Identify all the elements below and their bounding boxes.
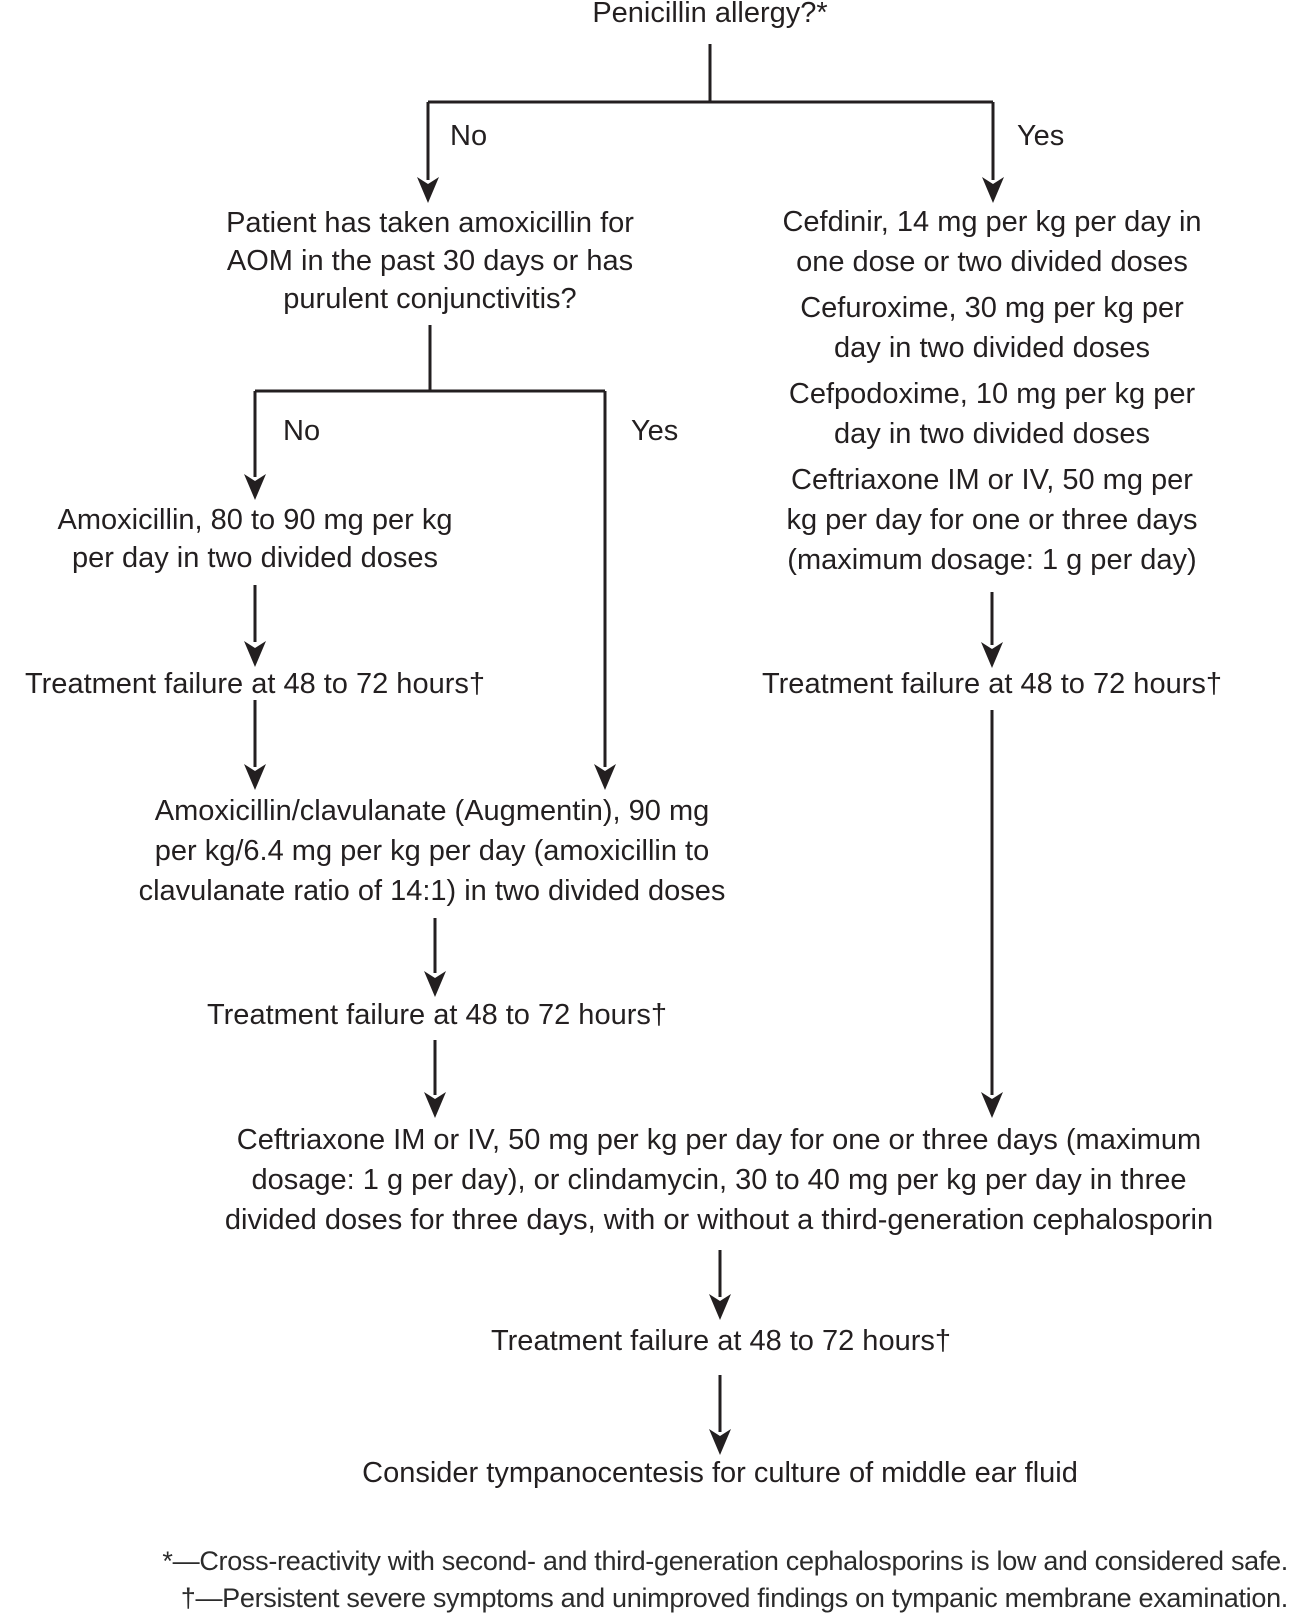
- branch-label-no: No: [283, 415, 321, 447]
- arrow-down-icon: [424, 1092, 446, 1118]
- node-amoxicillin-clavulanate: Amoxicillin/clavulanate (Augmentin), 90 …: [138, 795, 726, 907]
- node-tympanocentesis: Consider tympanocentesis for culture of …: [362, 1457, 1078, 1489]
- footnote-asterisk: *—Cross-reactivity with second- and thir…: [162, 1546, 1288, 1576]
- arrow-down-icon: [709, 1429, 731, 1455]
- arrow-down-icon: [982, 177, 1004, 203]
- arrow-down-icon: [594, 764, 616, 790]
- branch-label-yes: Yes: [1017, 120, 1065, 152]
- node-root-question: Penicillin allergy?*: [592, 0, 828, 29]
- arrow-down-icon: [417, 177, 439, 203]
- node-treatment-failure-left: Treatment failure at 48 to 72 hours†: [25, 668, 485, 700]
- arrow-down-icon: [981, 1092, 1003, 1118]
- node-ceftriaxone-clindamycin: Ceftriaxone IM or IV, 50 mg per kg per d…: [224, 1124, 1214, 1236]
- branch-label-no: No: [450, 120, 488, 152]
- arrow-down-icon: [244, 474, 266, 500]
- node-treatment-failure-mid: Treatment failure at 48 to 72 hours†: [207, 999, 667, 1031]
- arrow-down-icon: [244, 641, 266, 667]
- arrow-down-icon: [424, 971, 446, 997]
- branch-label-yes: Yes: [631, 415, 679, 447]
- connector: [253, 325, 607, 767]
- arrow-down-icon: [244, 764, 266, 790]
- arrow-down-icon: [981, 642, 1003, 668]
- footnote-dagger: †—Persistent severe symptoms and unimpro…: [180, 1583, 1289, 1613]
- connector: [426, 44, 995, 180]
- node-treatment-failure-right: Treatment failure at 48 to 72 hours†: [762, 668, 1222, 700]
- arrow-down-icon: [709, 1294, 731, 1320]
- node-treatment-failure-bottom: Treatment failure at 48 to 72 hours†: [491, 1325, 951, 1357]
- footnotes: *—Cross-reactivity with second- and thir…: [0, 1543, 1288, 1617]
